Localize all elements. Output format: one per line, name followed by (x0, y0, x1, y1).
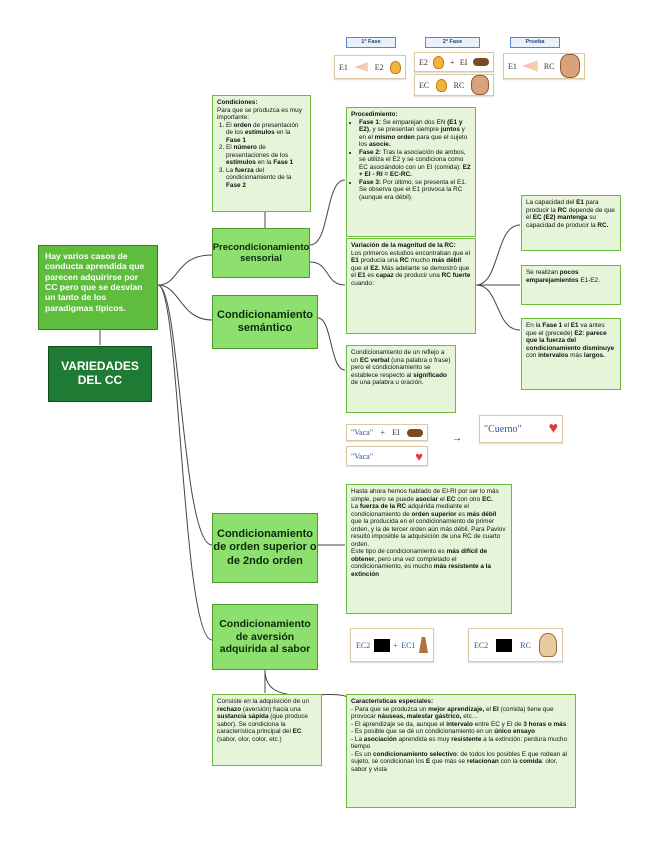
semantic-image-3: "Cuerno" ♥ (479, 415, 563, 443)
procedure-list: Fase 1: Se emparejan dos EN (E1 y E2), y… (351, 119, 471, 202)
test-label: Prueba (510, 37, 560, 48)
ec1-label: EC1 (401, 640, 416, 650)
rc-label: RC (453, 80, 465, 90)
conditions-heading: Condiciones: (217, 99, 258, 106)
phase2-label: 2ª Fase (425, 37, 480, 48)
procedure-step-3: Fase 3: Por último, se presenta el E1. S… (359, 179, 471, 202)
condition-item: El número de presentaciones de los estím… (226, 144, 306, 167)
aversion-desc-box: Consiste en la adquisición de un rechazo… (212, 694, 322, 766)
dog-icon (539, 633, 557, 657)
plus-sign-av: + (393, 640, 398, 650)
semantic-image-1: "Vaca" + EI (346, 424, 428, 441)
phase-order-box: En la Fase 1 el E1 va antes que el (prec… (521, 318, 621, 390)
node-aversion[interactable]: Condicionamiento de aversión adquirida a… (212, 604, 318, 670)
bulb-icon-b (433, 55, 445, 69)
face-icon-test (559, 54, 580, 78)
procedure-step-2: Fase 2: Tras la asociación de ambos, se … (359, 149, 471, 179)
phase1-image: E1 E2 (334, 55, 406, 79)
ec2-label: EC2 (356, 640, 371, 650)
special-item: - El aprendizaje se da, aunque el interv… (351, 720, 567, 728)
cuerno-word: "Cuerno" (484, 423, 522, 435)
condition-item: La fuerza del condicionamiento de la Fas… (226, 167, 306, 190)
ei-label: EI (459, 57, 468, 67)
ec-label: EC (419, 80, 430, 90)
conditions-list: El orden de presentación de los estímulo… (217, 122, 306, 190)
variation-heading: Variación de la magnitud de la RC: (351, 242, 456, 249)
black-square-icon (373, 638, 390, 652)
conditions-intro: Para que se produzca es muy importante: (217, 106, 302, 122)
phase1-label: 1ª Fase (346, 37, 396, 48)
root-summary: Hay varios casos de conducta aprendida q… (38, 245, 158, 330)
node-semantico[interactable]: Condicionamiento semántico (212, 295, 318, 349)
aversion-image-2: EC2 RC (468, 628, 563, 662)
variation-box: Variación de la magnitud de la RC: Los p… (346, 238, 476, 334)
semantic-arrow: → (452, 433, 462, 444)
light-cone-icon-test (522, 60, 539, 72)
bulb-icon (390, 60, 401, 74)
procedure-step-1: Fase 1: Se emparejan dos EN (E1 y E2), y… (359, 119, 471, 149)
node-orden-superior[interactable]: Condicionamiento de orden superior o de … (212, 513, 318, 583)
face-icon (470, 75, 489, 95)
e2-label: E2 (374, 62, 384, 72)
special-item: - Para que se produzca un mejor aprendiz… (351, 705, 554, 721)
plus-sign-sem: + (380, 428, 385, 437)
semantic-image-2: "Vaca" ♥ (346, 446, 428, 466)
connector-semantic-desc (317, 317, 346, 371)
higher-desc-box: Hasta ahora hemos hablado de EI-RI por s… (346, 484, 512, 614)
few-pairings-box: Se realizan pocos emparejamientos E1-E2. (521, 265, 621, 305)
ei-label-sem: EI (392, 428, 400, 437)
rc-label-test: RC (543, 61, 555, 71)
vaca-word-2: "Vaca" (351, 451, 374, 461)
conditions-box: Condiciones: Para que se produzca es muy… (212, 95, 311, 212)
procedure-heading: Procedimiento: (351, 111, 398, 118)
rc-label-av: RC (520, 640, 531, 650)
special-heading: Características especiales: (351, 698, 434, 705)
aversion-image-1: EC2 + EC1 (350, 628, 434, 662)
special-item: - La asociación aprendida es muy resiste… (351, 735, 568, 751)
bulb-icon-c (435, 78, 447, 92)
vaca-word: "Vaca" (351, 428, 374, 437)
metronome-icon (418, 637, 428, 653)
title-line2: DEL CC (77, 373, 123, 387)
connector-precond-variation (309, 261, 346, 286)
connector-precond-procedure (309, 179, 346, 246)
phase2-bottom-image: EC RC (414, 74, 494, 96)
connector-variation-phase (475, 284, 521, 331)
black-square-icon-b (496, 638, 513, 652)
e1-label: E1 (339, 62, 348, 72)
semantic-desc-box: Condicionamiento de un reflejo a un EC v… (346, 345, 456, 413)
plus-sign: + (449, 57, 455, 67)
test-image: E1 RC (503, 53, 585, 79)
connector-root-aversion (157, 284, 213, 641)
title-line1: VARIEDADES (61, 359, 139, 374)
connector-root-spine (157, 254, 213, 286)
connector-root-semantic (157, 284, 213, 321)
e2-label-b: E2 (419, 57, 428, 67)
phase2-top-image: E2 + EI (414, 52, 494, 72)
special-item: - Es un condicionamiento selectivo: de t… (351, 750, 567, 773)
special-features-box: Características especiales: - Para que s… (346, 694, 576, 808)
node-precondicionamiento[interactable]: Precondicionamiento sensorial (212, 228, 310, 278)
ec2-label-b: EC2 (474, 640, 489, 650)
heart-icon: ♥ (415, 448, 423, 464)
light-cone-icon (354, 62, 369, 72)
food-icon-sem (407, 428, 423, 437)
condition-item: El orden de presentación de los estímulo… (226, 122, 306, 145)
e1-label-test: E1 (508, 61, 517, 71)
connector-root-higher (157, 284, 213, 546)
connector-variation-capacity (475, 224, 521, 286)
special-item: - Es posible que se dé un condicionamien… (351, 728, 536, 736)
procedure-box: Procedimiento: Fase 1: Se emparejan dos … (346, 107, 476, 237)
heart-icon-2: ♥ (548, 420, 559, 437)
capacity-box: La capacidad del E1 para producir la RC … (521, 195, 621, 251)
food-icon (472, 58, 489, 66)
